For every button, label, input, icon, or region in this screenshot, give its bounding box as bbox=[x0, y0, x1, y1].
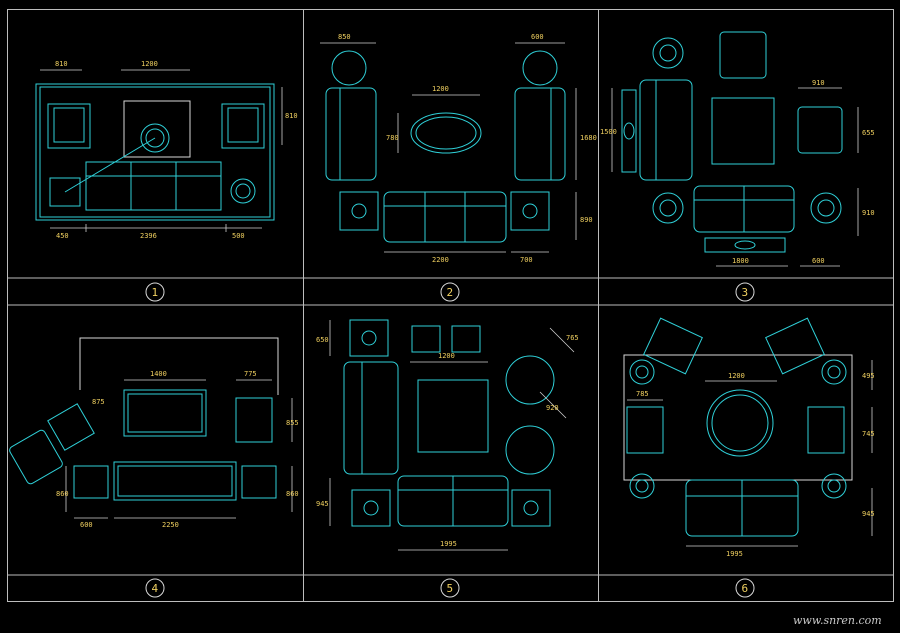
dim-label: 890 bbox=[580, 216, 593, 224]
dim-label: 920 bbox=[546, 404, 559, 412]
dim-label: 765 bbox=[566, 334, 579, 342]
panel-3-plan bbox=[611, 31, 859, 267]
dim-label: 780 bbox=[386, 134, 399, 142]
panel-6-plan bbox=[623, 317, 873, 547]
dim-label: 775 bbox=[244, 370, 257, 378]
dim-label: 855 bbox=[286, 419, 299, 427]
panel-4-number: 4 bbox=[152, 582, 159, 595]
panel-1-dims: 810 1200 810 450 2396 500 bbox=[55, 60, 298, 240]
panel-3-number: 3 bbox=[742, 286, 749, 299]
panel-4-plan bbox=[9, 337, 293, 519]
panel-6-number: 6 bbox=[742, 582, 749, 595]
panel-1-number-circle bbox=[145, 282, 165, 302]
panel-1-plan bbox=[35, 69, 283, 232]
dim-label: 860 bbox=[56, 490, 69, 498]
panel-3-number-circle bbox=[735, 282, 755, 302]
dim-label: 500 bbox=[232, 232, 245, 240]
panel-5-number-circle bbox=[440, 578, 460, 598]
dim-label: 2396 bbox=[140, 232, 157, 240]
dim-label: 600 bbox=[531, 33, 544, 41]
dim-label: 1200 bbox=[432, 85, 449, 93]
dim-label: 860 bbox=[286, 490, 299, 498]
panel-4-dims: 1400 775 875 855 860 860 600 2250 bbox=[56, 370, 299, 529]
dim-label: 1400 bbox=[150, 370, 167, 378]
dim-label: 2250 bbox=[162, 521, 179, 529]
panel-1-number: 1 bbox=[152, 286, 159, 299]
dim-label: 945 bbox=[316, 500, 329, 508]
dim-label: 700 bbox=[520, 256, 533, 264]
dim-label: 2200 bbox=[432, 256, 449, 264]
dim-label: 810 bbox=[285, 112, 298, 120]
dim-label: 600 bbox=[812, 257, 825, 265]
dim-label: 655 bbox=[862, 129, 875, 137]
dim-label: 1200 bbox=[438, 352, 455, 360]
panel-2-number: 2 bbox=[447, 286, 454, 299]
panel-number-labels: 1 2 3 4 5 6 bbox=[145, 282, 755, 598]
dim-label: 1500 bbox=[600, 128, 617, 136]
dim-label: 910 bbox=[862, 209, 875, 217]
panel-4-number-circle bbox=[145, 578, 165, 598]
dim-label: 910 bbox=[812, 79, 825, 87]
panel-6-dims: 1200 495 785 745 945 1995 bbox=[636, 372, 875, 558]
panel-3-dims: 1500 910 655 910 1800 600 bbox=[600, 79, 875, 265]
dim-label: 945 bbox=[862, 510, 875, 518]
dim-label: 495 bbox=[862, 372, 875, 380]
panel-5-plan bbox=[329, 319, 575, 551]
dim-label: 810 bbox=[55, 60, 68, 68]
dim-label: 450 bbox=[56, 232, 69, 240]
dim-label: 875 bbox=[92, 398, 105, 406]
sheet-frame bbox=[7, 9, 894, 602]
dim-label: 1800 bbox=[732, 257, 749, 265]
dim-label: 1995 bbox=[440, 540, 457, 548]
panel-6-number-circle bbox=[735, 578, 755, 598]
dim-label: 1680 bbox=[580, 134, 597, 142]
panel-2-plan bbox=[320, 42, 577, 253]
panel-2-number-circle bbox=[440, 282, 460, 302]
dim-label: 1200 bbox=[728, 372, 745, 380]
dim-label: 745 bbox=[862, 430, 875, 438]
dim-label: 1200 bbox=[141, 60, 158, 68]
panel-5-number: 5 bbox=[447, 582, 454, 595]
dim-label: 650 bbox=[316, 336, 329, 344]
panel-2-dims: 850 600 1200 780 1680 890 2200 700 bbox=[338, 33, 597, 264]
panel-5-dims: 650 1200 765 920 945 1995 bbox=[316, 334, 579, 548]
dim-label: 600 bbox=[80, 521, 93, 529]
dim-label: 1995 bbox=[726, 550, 743, 558]
watermark: www.snren.com bbox=[793, 614, 882, 627]
dim-label: 850 bbox=[338, 33, 351, 41]
dim-label: 785 bbox=[636, 390, 649, 398]
